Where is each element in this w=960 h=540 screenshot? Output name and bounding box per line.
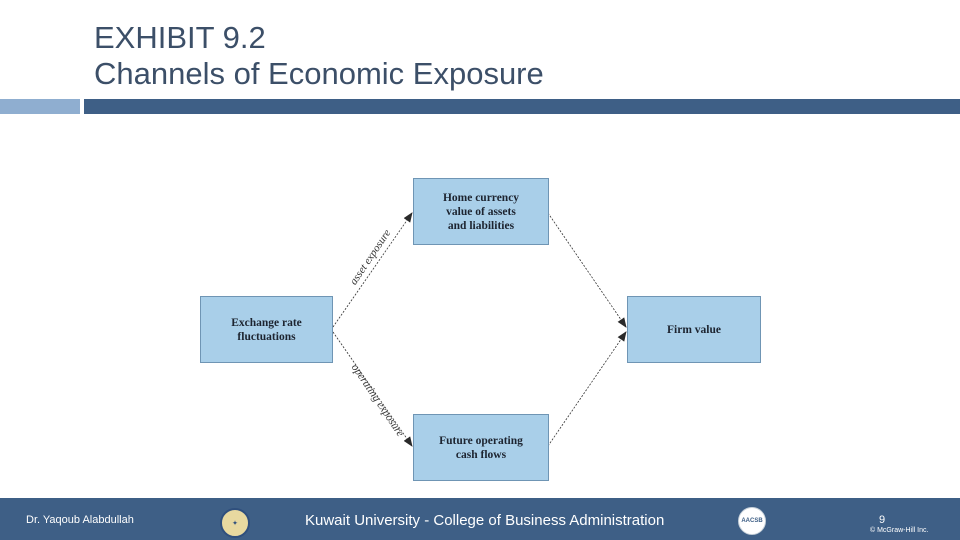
university-logo-icon: ✦ xyxy=(220,508,250,538)
footer-author: Dr. Yaqoub Alabdullah xyxy=(26,514,134,526)
arrow-exchange-to-home-currency xyxy=(332,212,413,328)
arrow-home-currency-to-firm-value xyxy=(547,212,627,328)
header-bar-accent xyxy=(0,99,80,114)
node-exchange-rate: Exchange rate fluctuations xyxy=(200,296,333,363)
node-future-cash-flows-label: Future operating cash flows xyxy=(439,434,523,461)
copyright-text: © McGraw-Hill Inc. xyxy=(870,527,929,534)
edge-label-operating-exposure: operating exposure xyxy=(349,362,406,439)
header-bar xyxy=(84,99,960,114)
node-future-cash-flows: Future operating cash flows xyxy=(413,414,549,481)
aacsb-logo-text: AACSB xyxy=(741,518,763,524)
exposure-diagram: asset exposure operating exposure xyxy=(332,212,627,447)
slide-title: EXHIBIT 9.2 Channels of Economic Exposur… xyxy=(94,20,544,92)
node-firm-value-label: Firm value xyxy=(667,323,721,336)
footer-institution: Kuwait University - College of Business … xyxy=(305,512,665,529)
arrow-exchange-to-cash-flows xyxy=(332,331,413,447)
page-number: 9 xyxy=(879,514,886,526)
node-home-currency-label: Home currency value of assets and liabil… xyxy=(442,191,520,232)
arrow-cash-flows-to-firm-value xyxy=(547,331,627,447)
footer-bar: Dr. Yaqoub Alabdullah ✦ Kuwait Universit… xyxy=(0,498,960,540)
slide-title-line-1: EXHIBIT 9.2 xyxy=(94,20,266,55)
slide-title-line-2: Channels of Economic Exposure xyxy=(94,56,544,91)
node-firm-value: Firm value xyxy=(627,296,761,363)
node-home-currency: Home currency value of assets and liabil… xyxy=(413,178,549,245)
aacsb-logo-icon: AACSB xyxy=(738,507,766,535)
edge-label-asset-exposure: asset exposure xyxy=(348,227,394,287)
node-exchange-rate-label: Exchange rate fluctuations xyxy=(231,316,302,343)
